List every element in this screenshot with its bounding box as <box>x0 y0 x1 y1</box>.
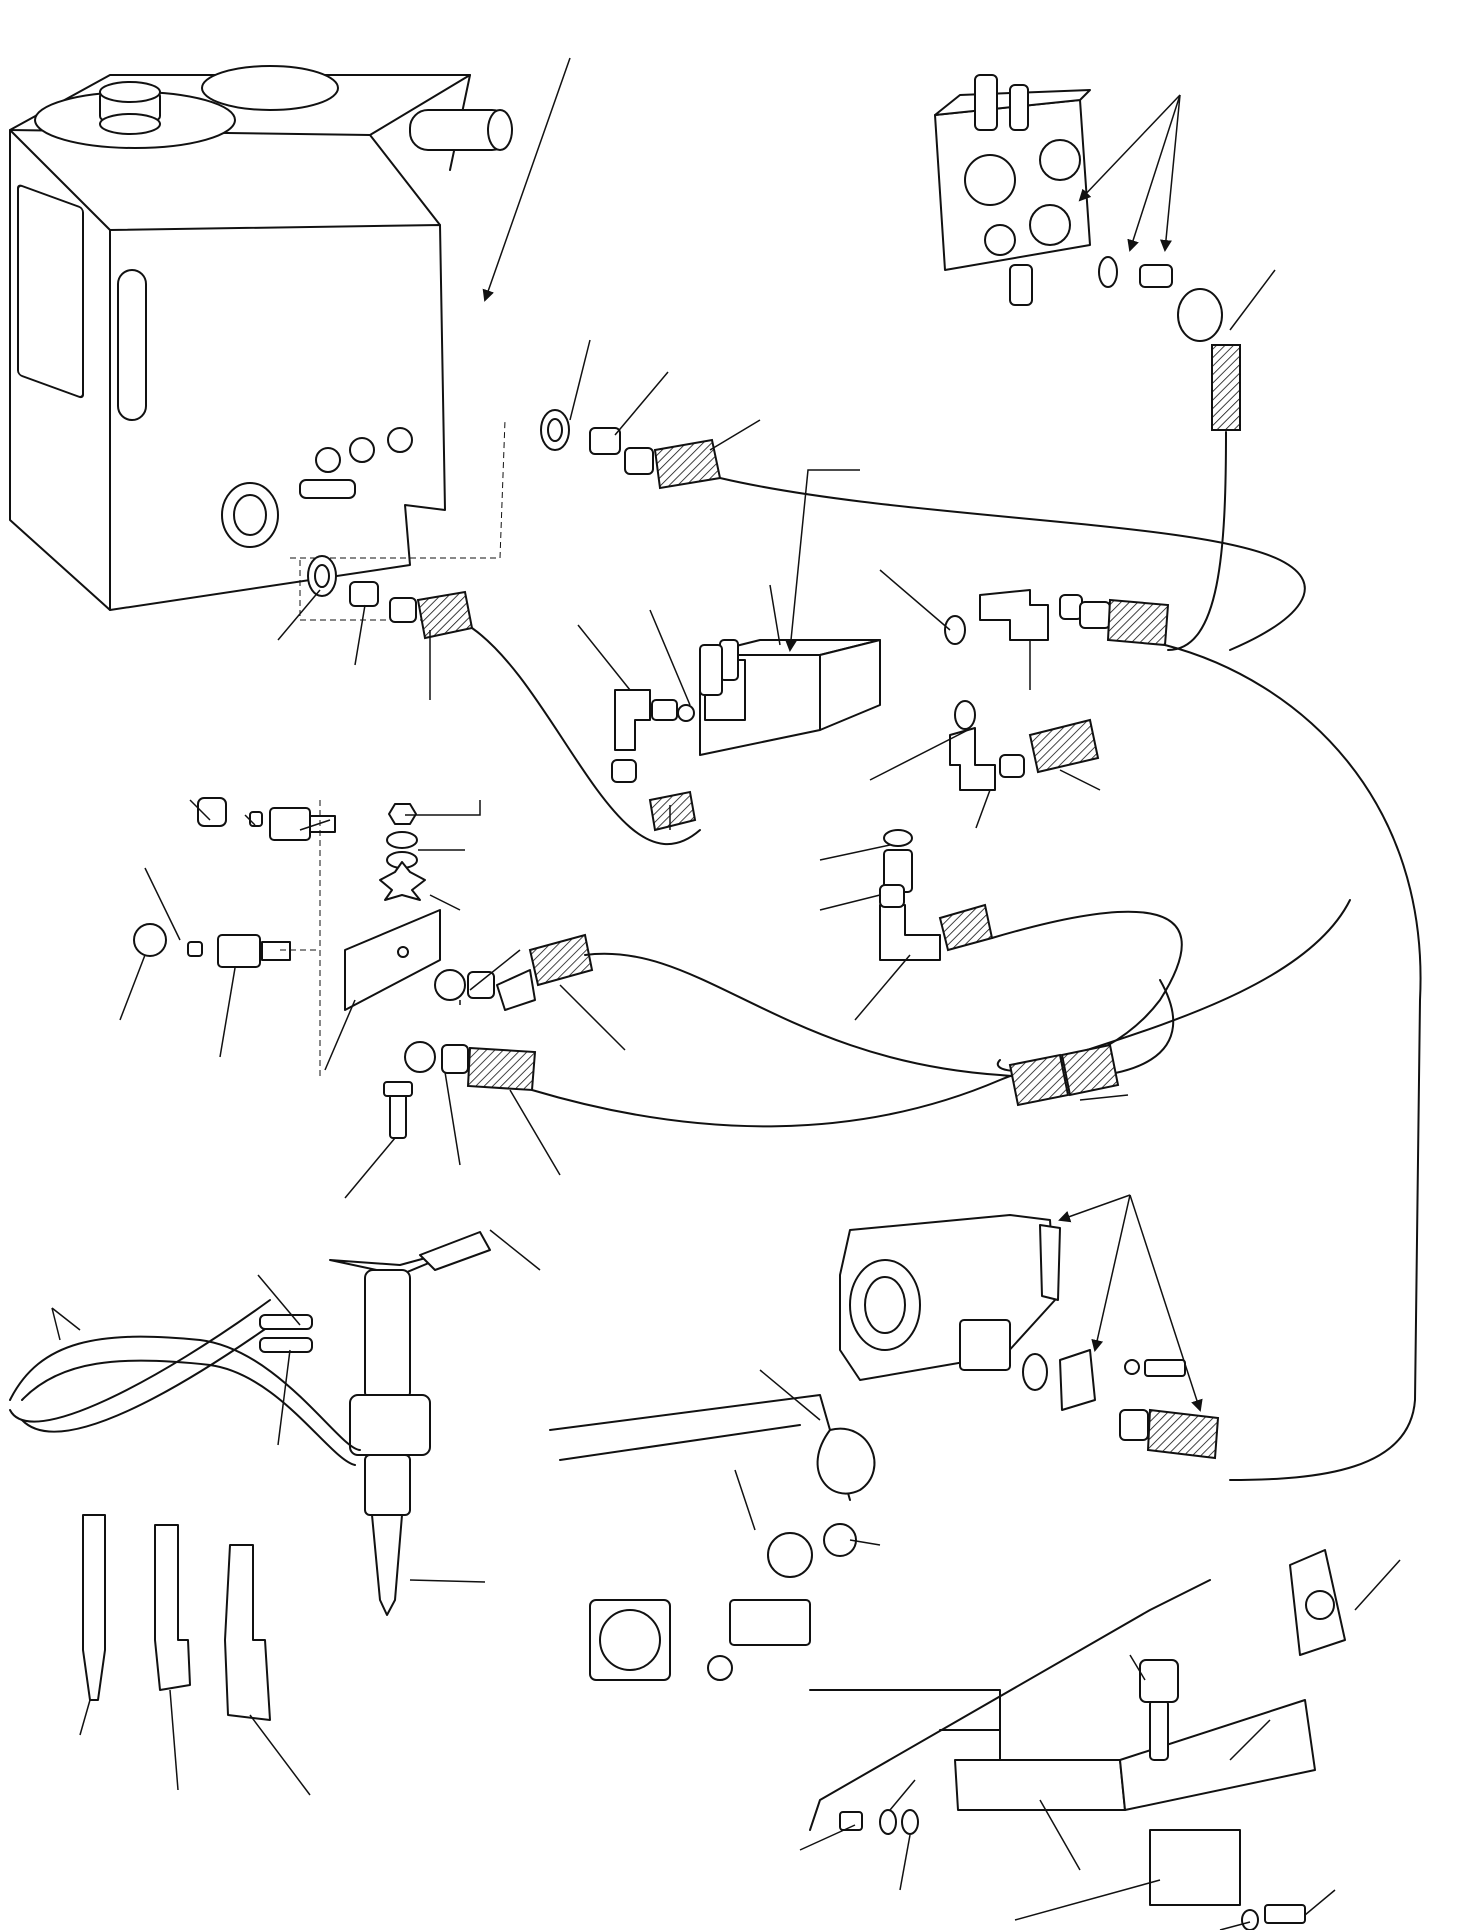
control-valve <box>934 74 1223 342</box>
chisel-tools <box>82 1514 271 1721</box>
tank-fitting-group-lower <box>307 555 474 640</box>
hydraulic-hoses <box>471 431 1422 1481</box>
tank-fitting-group-upper <box>540 409 722 490</box>
callout-leaders <box>51 57 1401 1930</box>
breaker-hammer <box>9 1231 491 1616</box>
hydraulic-pump <box>839 1214 1220 1460</box>
diverter-valve <box>699 639 881 756</box>
hydraulic-tank <box>9 65 513 611</box>
solenoid-valve-group <box>809 1549 1346 1930</box>
dashboard-panel <box>549 1394 876 1681</box>
bulkhead-coupler-assembly <box>133 797 594 1139</box>
diverter-port-fittings <box>611 589 1170 961</box>
